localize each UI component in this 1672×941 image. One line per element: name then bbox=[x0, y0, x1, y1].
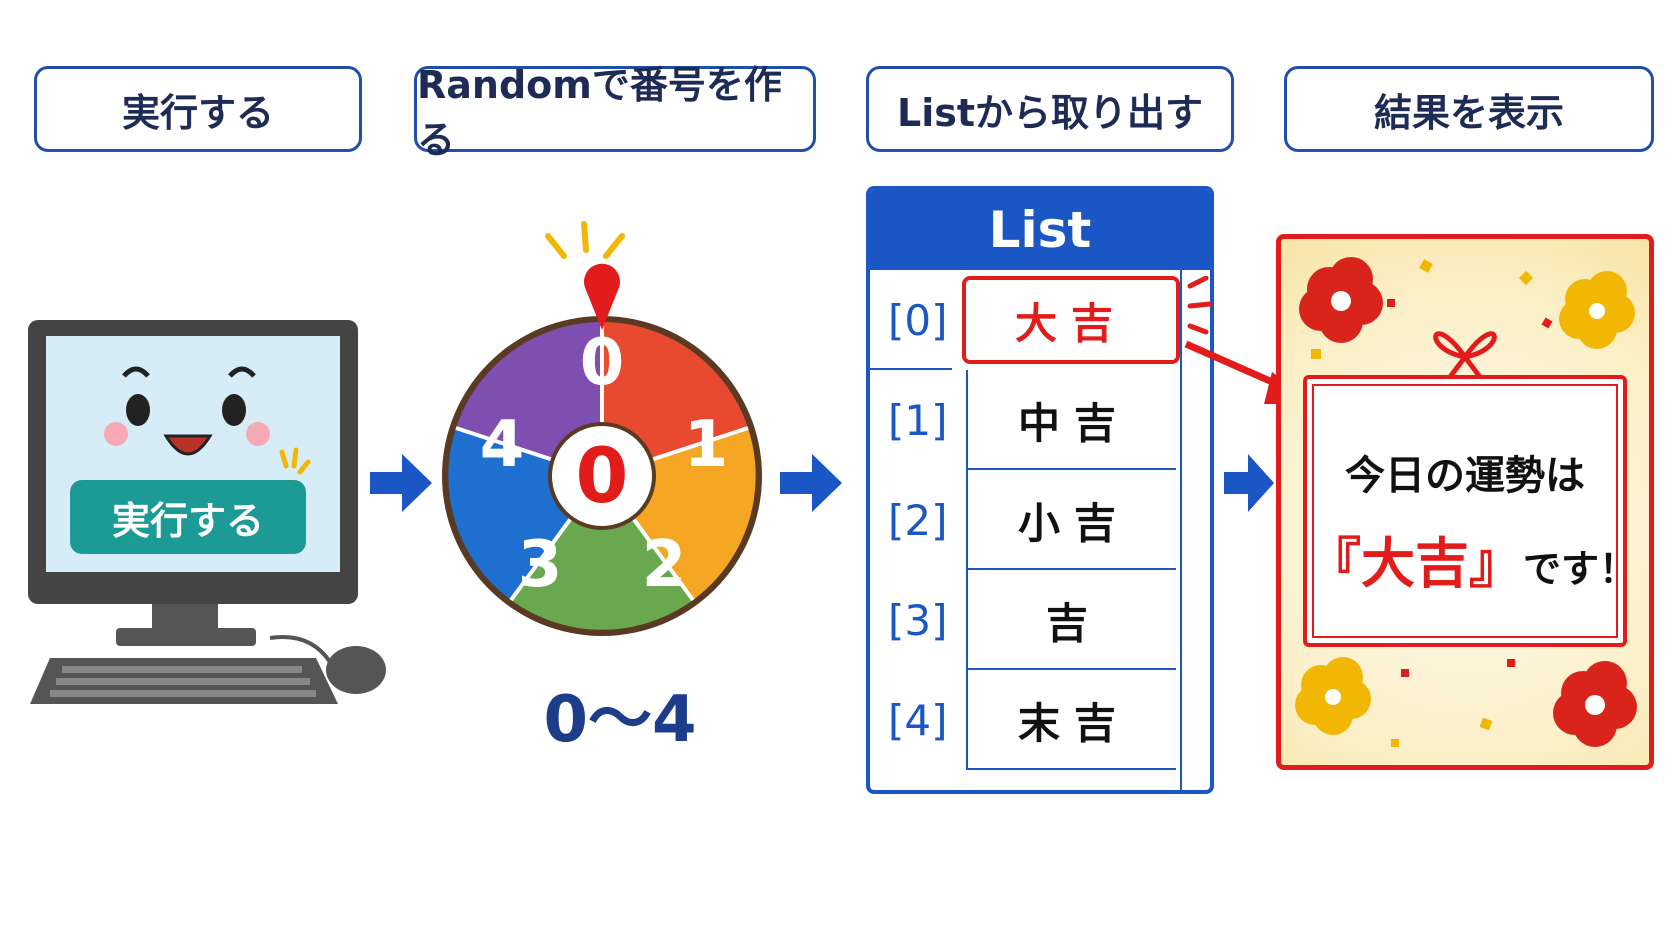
left-cheek-icon bbox=[104, 422, 128, 446]
plum-flower-icon bbox=[1295, 657, 1371, 735]
row-divider bbox=[870, 368, 952, 370]
smile-icon bbox=[163, 434, 213, 456]
step-1-execute: 実行する bbox=[34, 66, 362, 152]
step-3-list: Listから取り出す bbox=[866, 66, 1234, 152]
list-item: [0] 大吉 bbox=[870, 270, 1210, 370]
list-value: 末吉 bbox=[966, 670, 1180, 770]
list-value: 小吉 bbox=[966, 470, 1180, 570]
sparkle-icon bbox=[1187, 276, 1213, 335]
arrow-right-icon bbox=[780, 454, 842, 512]
wheel-label-0: 0 bbox=[580, 326, 625, 400]
right-eye-icon bbox=[222, 394, 246, 426]
list-index: [1] bbox=[888, 395, 948, 445]
wheel-label-1: 1 bbox=[684, 408, 729, 482]
list-title: List bbox=[870, 190, 1210, 270]
monitor-base bbox=[116, 628, 256, 646]
fortune-card: 今日の運勢は 『大吉』です！ bbox=[1276, 234, 1654, 770]
execute-button[interactable]: 実行する bbox=[70, 480, 306, 554]
right-cheek-icon bbox=[246, 422, 270, 446]
list-value-selected: 大吉 bbox=[962, 276, 1180, 364]
list-item: [1] 中吉 bbox=[870, 370, 1210, 470]
list-value: 吉 bbox=[966, 570, 1180, 670]
fortune-result: 『大吉』です！ bbox=[1307, 519, 1637, 598]
wheel-label-2: 2 bbox=[642, 528, 687, 602]
list-index: [3] bbox=[888, 595, 948, 645]
wheel-pointer-icon bbox=[584, 263, 620, 330]
list-index: [2] bbox=[888, 495, 948, 545]
confetti-icon bbox=[1311, 259, 1534, 747]
fortune-intro: 今日の運勢は bbox=[1345, 453, 1585, 499]
step-4-result: 結果を表示 bbox=[1284, 66, 1654, 152]
wheel-segment-2 bbox=[511, 476, 693, 630]
fortune-message-box: 今日の運勢は 『大吉』です！ bbox=[1303, 375, 1637, 647]
monitor-stand bbox=[152, 604, 218, 630]
fortune-suffix: です！ bbox=[1523, 547, 1638, 591]
close-bracket: 』 bbox=[1469, 532, 1523, 595]
step-3-label: Listから取り出す bbox=[896, 90, 1204, 135]
confetti-icon bbox=[1387, 299, 1553, 677]
plum-flower-icon bbox=[1553, 661, 1637, 747]
wheel-center bbox=[548, 422, 656, 530]
roulette-wheel: 0 1 2 3 4 0 bbox=[442, 221, 762, 636]
fortune-value: 大吉 bbox=[1361, 532, 1469, 595]
plum-flower-icon bbox=[1559, 271, 1635, 349]
sparkle-icon bbox=[545, 221, 625, 259]
list-panel: List [0] 大吉 [1] 中吉 [2] 小吉 [3] 吉 [4] 末吉 bbox=[866, 186, 1214, 794]
range-label: 0〜4 bbox=[543, 683, 697, 757]
step-2-random: Randomで番号を作る bbox=[414, 63, 816, 162]
list-item: [3] 吉 bbox=[870, 570, 1210, 670]
step-1-label: 実行する bbox=[121, 90, 274, 135]
mouse-icon bbox=[326, 646, 386, 694]
left-eye-icon bbox=[126, 394, 150, 426]
list-index: [0] bbox=[888, 295, 948, 345]
row-divider bbox=[966, 468, 1176, 470]
row-divider bbox=[966, 668, 1176, 670]
row-divider bbox=[966, 568, 1176, 570]
left-eyebrow-icon bbox=[122, 366, 150, 378]
wheel-label-4: 4 bbox=[480, 408, 525, 482]
sparkle-icon bbox=[279, 447, 311, 475]
wheel-label-3: 3 bbox=[518, 528, 563, 602]
list-index: [4] bbox=[888, 695, 948, 745]
list-item: [2] 小吉 bbox=[870, 470, 1210, 570]
right-eyebrow-icon bbox=[228, 366, 256, 378]
execute-button-label: 実行する bbox=[111, 498, 264, 543]
row-divider bbox=[966, 768, 1176, 770]
list-item: [4] 末吉 bbox=[870, 670, 1210, 770]
list-right-border bbox=[1180, 270, 1182, 790]
mouse-cable bbox=[269, 635, 332, 664]
arrow-right-icon bbox=[370, 454, 432, 512]
card-decoration bbox=[1295, 257, 1637, 747]
open-bracket: 『 bbox=[1307, 532, 1361, 595]
step-2-label: Randomで番号を作る bbox=[417, 63, 782, 162]
computer-base bbox=[30, 604, 386, 704]
plum-flower-icon bbox=[1299, 257, 1383, 343]
wheel-center-value: 0 bbox=[576, 431, 629, 520]
arrow-right-icon bbox=[1224, 454, 1274, 512]
list-value: 中吉 bbox=[966, 370, 1180, 470]
step-4-label: 結果を表示 bbox=[1373, 90, 1564, 135]
